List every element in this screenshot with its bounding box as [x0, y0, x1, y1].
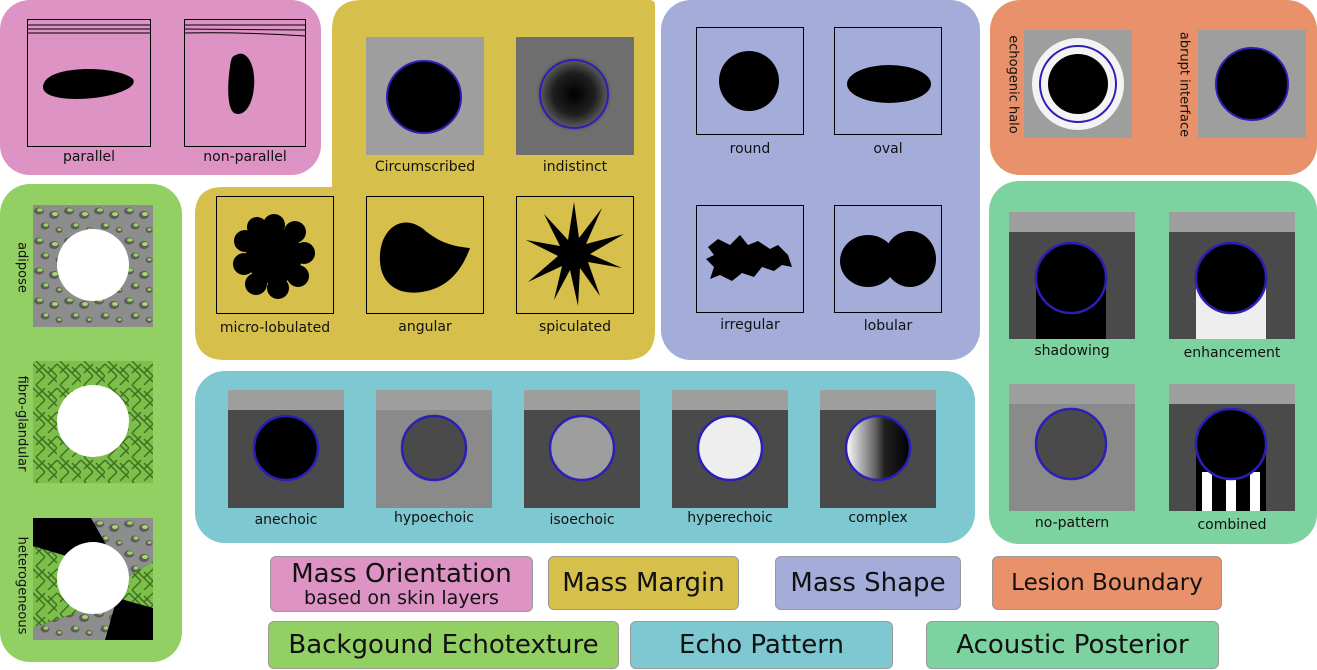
background-echotexture-panel: adipose fibro-glandular heterogeneous	[0, 184, 182, 662]
oval-label: oval	[873, 141, 903, 157]
legend-mass-orientation: Mass Orientation based on skin layers	[270, 556, 533, 612]
hypoechoic-label: hypoechoic	[394, 510, 474, 526]
legend-mass-orientation-subtitle: based on skin layers	[304, 587, 499, 609]
heterogeneous-tile	[33, 518, 153, 640]
angular-label: angular	[398, 319, 452, 335]
hypoechoic-tile	[376, 390, 492, 508]
no-pattern-label: no-pattern	[1034, 515, 1110, 531]
shadowing-tile	[1009, 212, 1135, 339]
legend-acoustic-posterior: Acoustic Posterior	[926, 621, 1219, 669]
lobular-label: lobular	[863, 318, 913, 334]
shadowing-label: shadowing	[1034, 343, 1110, 359]
legend-echo-pattern: Echo Pattern	[630, 621, 893, 669]
micro-lobulated-tile	[216, 196, 334, 314]
non-parallel-label: non-parallel	[203, 149, 287, 165]
anechoic-label: anechoic	[254, 512, 318, 528]
lesion-boundary-panel: echogenic halo abrupt interface	[990, 0, 1317, 175]
isoechoic-tile	[524, 390, 640, 508]
angular-tile	[366, 196, 484, 314]
echogenic-halo-label: echogenic halo	[1005, 35, 1021, 134]
enhancement-tile	[1169, 212, 1295, 339]
isoechoic-label: isoechoic	[549, 512, 615, 528]
fibro-glandular-tile	[33, 361, 153, 483]
legend-background-echotexture-text: Backgound Echotexture	[288, 630, 599, 660]
irregular-tile	[696, 205, 804, 313]
legend-mass-orientation-title: Mass Orientation	[291, 559, 512, 589]
indistinct-label: indistinct	[542, 159, 608, 175]
legend-background-echotexture: Backgound Echotexture	[268, 621, 619, 669]
oval-tile	[834, 27, 942, 135]
non-parallel-tile	[184, 19, 306, 147]
combined-label: combined	[1197, 517, 1267, 533]
circumscribed-label: Circumscribed	[374, 159, 476, 175]
enhancement-label: enhancement	[1183, 345, 1281, 361]
anechoic-tile	[228, 390, 344, 508]
mass-orientation-panel: parallel non-parallel	[0, 0, 321, 175]
echogenic-halo-tile	[1024, 30, 1132, 138]
mass-shape-panel: round oval irregular lobular	[661, 0, 980, 360]
round-label: round	[729, 141, 771, 157]
irregular-label: irregular	[720, 317, 780, 333]
legend-mass-margin-text: Mass Margin	[562, 568, 725, 598]
complex-tile	[820, 390, 936, 508]
abrupt-interface-label: abrupt interface	[1176, 31, 1192, 138]
legend-mass-shape: Mass Shape	[775, 556, 961, 610]
micro-lobulated-label: micro-lobulated	[219, 320, 331, 336]
heterogeneous-label: heterogeneous	[14, 536, 30, 635]
legend-mass-margin: Mass Margin	[548, 556, 739, 610]
indistinct-tile	[516, 37, 634, 155]
legend-mass-shape-text: Mass Shape	[790, 568, 946, 598]
legend-lesion-boundary-text: Lesion Boundary	[1011, 570, 1203, 596]
circumscribed-tile	[366, 37, 484, 155]
adipose-tile	[33, 205, 153, 327]
echo-pattern-panel: anechoic hypoechoic isoechoic hyperechoi…	[195, 371, 975, 543]
hyperechoic-label: hyperechoic	[687, 510, 773, 526]
no-pattern-tile	[1009, 384, 1135, 511]
fibro-glandular-label: fibro-glandular	[14, 375, 30, 472]
hyperechoic-tile	[672, 390, 788, 508]
adipose-label: adipose	[14, 242, 30, 293]
lobular-tile	[834, 205, 942, 313]
legend-echo-pattern-text: Echo Pattern	[679, 630, 844, 660]
spiculated-tile	[516, 196, 634, 314]
spiculated-label: spiculated	[538, 319, 612, 335]
parallel-tile	[27, 19, 151, 147]
parallel-label: parallel	[62, 149, 116, 165]
abrupt-interface-tile	[1198, 30, 1306, 138]
legend-acoustic-posterior-text: Acoustic Posterior	[956, 630, 1189, 660]
round-tile	[696, 27, 804, 135]
acoustic-posterior-panel: shadowing enhancement no-pattern combine…	[989, 181, 1317, 544]
legend-lesion-boundary: Lesion Boundary	[992, 556, 1222, 610]
complex-label: complex	[848, 510, 908, 526]
combined-tile	[1169, 384, 1295, 511]
